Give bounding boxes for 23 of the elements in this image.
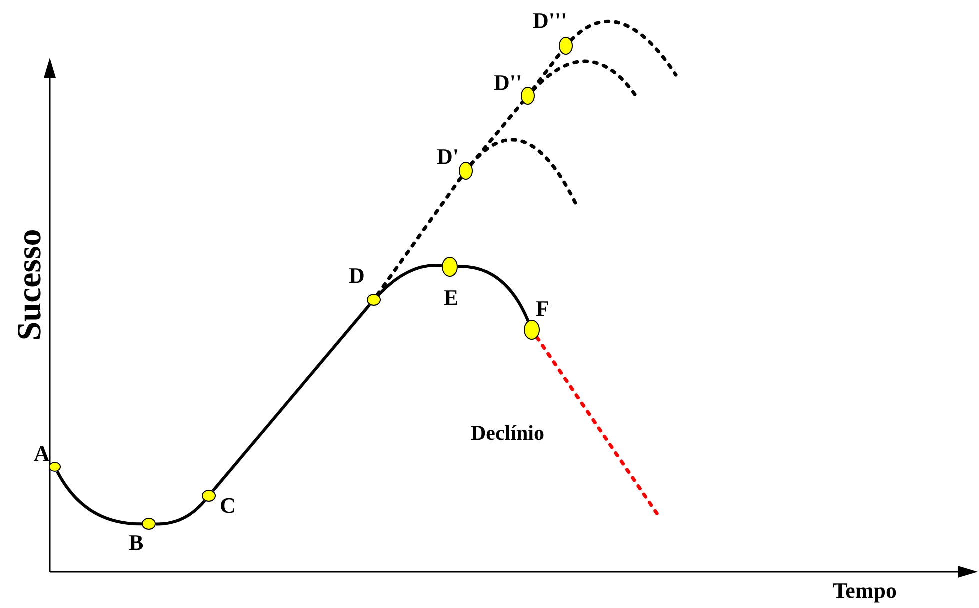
point-label: F	[536, 298, 550, 320]
curve	[212, 304, 372, 492]
dotted-curve	[532, 60, 638, 98]
curve	[458, 265, 530, 322]
point-label: A	[34, 443, 50, 465]
y-axis-title: Sucesso	[13, 229, 48, 341]
point-label: E	[444, 287, 459, 309]
dotted-curve	[376, 176, 464, 297]
dotted-curve	[469, 138, 578, 206]
point-label: D	[349, 265, 365, 287]
point-label: D'	[437, 146, 459, 168]
x-axis-title: Tempo	[833, 580, 897, 602]
point-label: D''	[494, 72, 522, 94]
dotted-curve	[570, 20, 678, 77]
curve	[156, 500, 206, 526]
dotted-curve	[535, 336, 660, 517]
curve	[56, 470, 142, 526]
curve	[377, 264, 442, 296]
point-label: B	[129, 532, 144, 554]
dotted-curve	[531, 50, 563, 92]
point-label: C	[220, 495, 236, 517]
point-label: D'''	[533, 10, 568, 32]
annotation-text: Declínio	[471, 423, 544, 444]
